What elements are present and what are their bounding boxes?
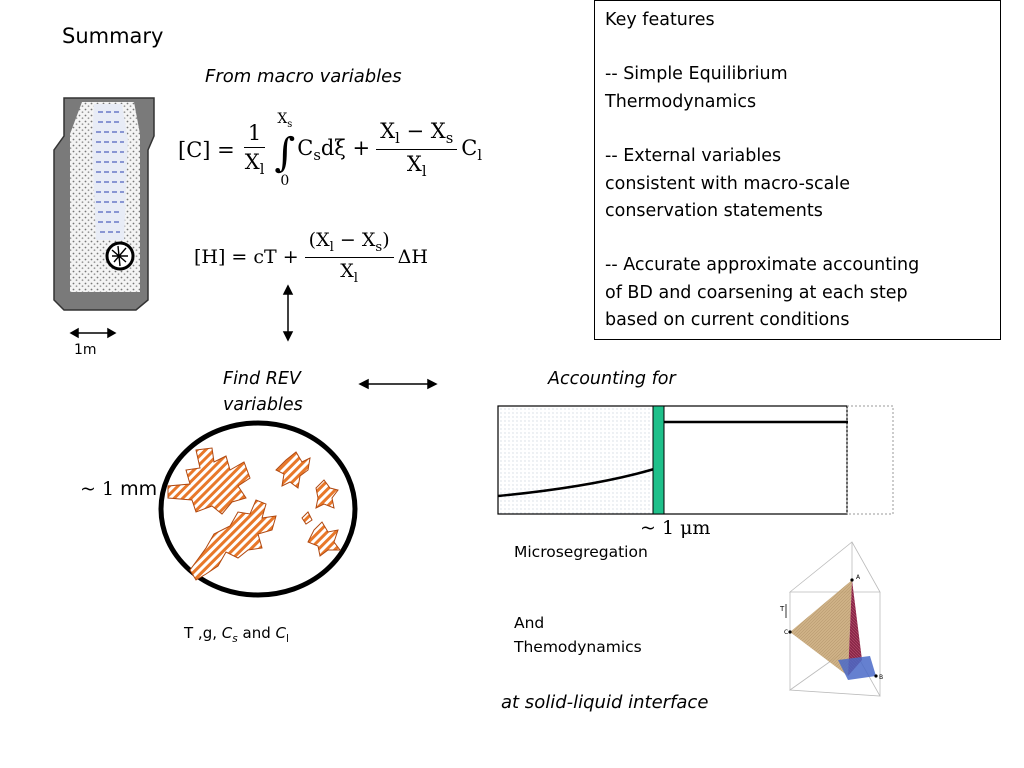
key-features-box: Key features -- Simple Equilibrium Therm…: [594, 0, 1001, 340]
h-num-sub2: s: [375, 239, 383, 255]
h-num-close: ): [382, 229, 390, 251]
c-frac1-den: Xl: [241, 148, 269, 178]
c-tail-c: C: [461, 135, 478, 160]
enthalpy-equation: [H] = cT + (Xl − Xs) Xl ΔH: [194, 229, 428, 286]
c-integrand: Csdξ +: [297, 136, 370, 164]
scale-mm-unit: mm: [120, 478, 158, 500]
key-line: -- Simple Equilibrium: [605, 64, 788, 85]
c-frac1: 1 Xl: [241, 121, 269, 178]
c-frac2-num-b-sub: s: [445, 130, 454, 148]
c-frac2-num: Xl − Xs: [376, 119, 458, 151]
microsegregation-label: Microsegregation: [514, 543, 648, 561]
rev-dendrite-icon: [158, 420, 358, 598]
key-line: conservation statements: [605, 201, 823, 222]
rev-vars-tg: T ,g,: [184, 624, 222, 642]
interface-label: at solid-liquid interface: [501, 692, 709, 713]
c-frac1-num: 1: [243, 121, 266, 149]
h-lhs: [H] = cT +: [194, 246, 299, 269]
h-num: (Xl − Xs): [304, 229, 394, 258]
h-frac: (Xl − Xs) Xl: [304, 229, 394, 286]
horizontal-arrow-icon: [358, 378, 438, 390]
int-upper-sub: s: [287, 118, 293, 130]
phase-c-label: C: [784, 629, 788, 636]
rev-vars-cs-sub: s: [232, 633, 238, 645]
accounting-for-label: Accounting for: [548, 369, 676, 389]
phase-t-axis-label: T: [779, 605, 785, 613]
phase-a-label: A: [856, 574, 861, 581]
h-num-sub1: l: [329, 239, 334, 255]
microsegregation-diagram: [497, 405, 894, 515]
scale-1m-label: 1m: [74, 342, 97, 358]
c-integrand-c: C: [297, 135, 314, 160]
page-title: Summary: [62, 24, 164, 48]
ingot-icon: [53, 97, 155, 311]
c-tail-sub: l: [477, 146, 483, 164]
key-line: Key features: [605, 10, 715, 30]
rev-variables-list: T ,g, Cs and Cl: [184, 624, 289, 645]
c-frac2-den-sub: l: [421, 163, 427, 181]
vertical-arrow-icon: [282, 284, 294, 342]
c-tail: Cl: [461, 136, 482, 164]
scale-um-label: ~ 1 μm: [640, 517, 710, 539]
c-integrand-sub: s: [313, 146, 321, 164]
h-den-sub: l: [353, 270, 359, 286]
c-frac2-num-a: X: [380, 119, 396, 144]
integral-sign: ∫: [274, 129, 296, 176]
integral-limits: Xs ∫ 0: [274, 112, 295, 188]
int-upper: Xs: [277, 112, 292, 132]
c-frac2-den-x: X: [406, 152, 422, 177]
concentration-equation: [C] = 1 Xl Xs ∫ 0 Csdξ + Xl − Xs Xl Cl: [178, 112, 482, 188]
h-tail: ΔH: [397, 246, 428, 269]
c-frac1-den-sub: l: [259, 161, 265, 179]
rev-vars-and: and: [237, 624, 276, 642]
thermodynamics-label: Themodynamics: [514, 638, 642, 656]
rev-vars-cl-sub: l: [285, 633, 289, 645]
c-frac2: Xl − Xs Xl: [376, 119, 458, 181]
rev-vars-cl: C: [275, 624, 286, 642]
c-lhs: [C] =: [178, 137, 235, 162]
h-num-open: (X: [308, 229, 330, 251]
c-frac2-den: Xl: [403, 150, 431, 180]
c-frac2-num-a-sub: l: [395, 130, 400, 148]
find-rev-label: Find REV variables: [223, 366, 303, 418]
h-den-x: X: [340, 259, 354, 282]
int-upper-x: X: [277, 111, 288, 127]
c-frac2-num-minus: − X: [399, 119, 446, 144]
scale-mm-tilde: ~ 1: [80, 478, 121, 500]
key-line: Thermodynamics: [605, 91, 757, 112]
key-line: -- External variables: [605, 146, 782, 167]
h-den: Xl: [336, 258, 362, 286]
find-rev-line-2: variables: [223, 395, 303, 415]
phase-b-label: B: [879, 674, 883, 681]
key-line: based on current conditions: [605, 310, 850, 331]
phase-diagram-icon: [785, 541, 881, 697]
h-num-mid: − X: [333, 229, 376, 251]
int-lower: 0: [280, 172, 290, 189]
scale-mm-label: ~ 1 mm: [80, 478, 157, 500]
key-line: -- Accurate approximate accounting: [605, 255, 920, 276]
from-macro-label: From macro variables: [205, 66, 402, 87]
key-line: consistent with macro-scale: [605, 173, 850, 194]
key-line: of BD and coarsening at each step: [605, 282, 908, 303]
and-label: And: [514, 614, 545, 632]
find-rev-line-1: Find REV: [223, 369, 301, 389]
c-frac1-den-x: X: [244, 150, 260, 175]
c-dxi: dξ +: [320, 135, 371, 160]
scale-1m-arrow: [69, 327, 117, 339]
rev-vars-cs: C: [221, 624, 233, 642]
